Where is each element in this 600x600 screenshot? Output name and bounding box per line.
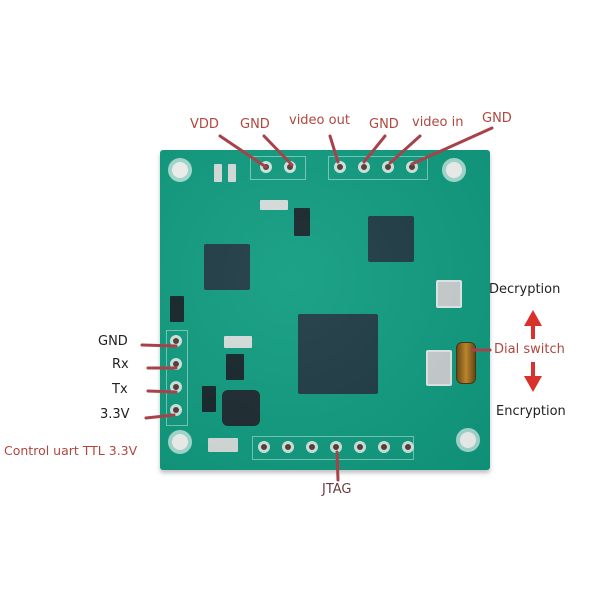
label-gnd-1: GND: [240, 117, 270, 132]
label-uart-tx: Tx: [112, 382, 128, 397]
label-gnd-2: GND: [369, 117, 399, 132]
label-gnd-3: GND: [482, 111, 512, 126]
label-vdd: VDD: [190, 117, 219, 132]
label-decryption: Decryption: [489, 282, 561, 297]
label-uart-rx: Rx: [112, 357, 129, 372]
label-video-out: video out: [289, 113, 350, 128]
label-dial-switch: Dial switch: [494, 342, 565, 357]
label-jtag: JTAG: [322, 482, 352, 497]
pcb-board: [160, 150, 490, 470]
label-uart-gnd: GND: [98, 334, 128, 349]
label-uart-3v3: 3.3V: [100, 407, 130, 422]
label-video-in: video in: [412, 115, 464, 130]
label-encryption: Encryption: [496, 404, 566, 419]
arrows: [524, 310, 542, 392]
label-control-uart: Control uart TTL 3.3V: [4, 443, 138, 458]
